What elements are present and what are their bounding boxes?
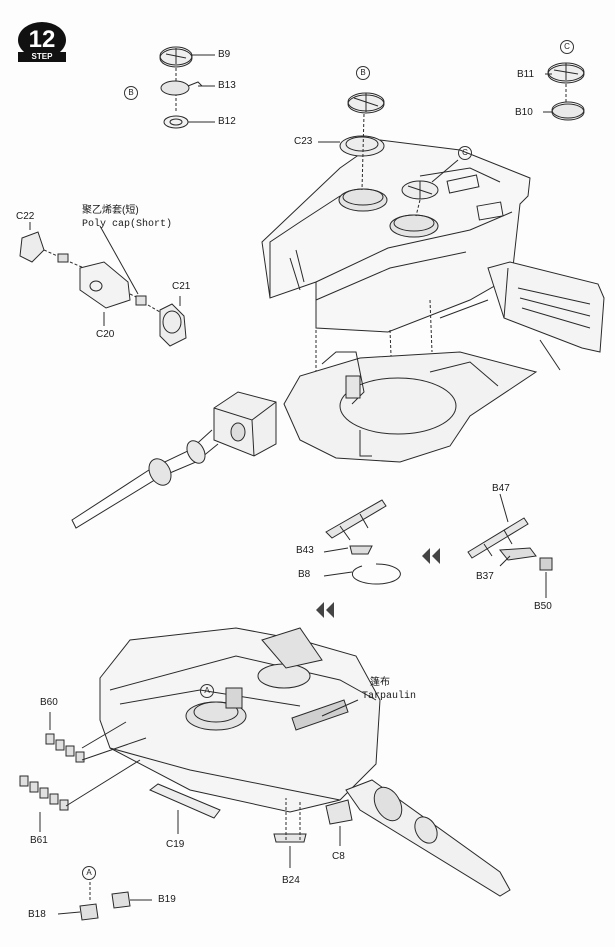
part-c20: C20 [96,329,115,340]
part-b43: B43 [296,545,314,556]
part-c19: C19 [166,839,185,850]
marker-b-left: B [124,86,138,100]
poly-cap-note-en: Poly cap(Short) [82,219,173,230]
poly-cap-note-cn: 聚乙烯套(短) [82,205,139,216]
tarpaulin-note-en: Tarpaulin [362,691,417,702]
marker-c-top: C [560,40,574,54]
part-b37: B37 [476,571,494,582]
hatch-c-exploded [543,63,584,120]
marker-a-bottom: A [82,866,96,880]
step-label: STEP [18,52,66,62]
marker-a-turret: A [200,684,214,698]
part-b13: B13 [218,80,236,91]
part-b12: B12 [218,116,236,127]
mantlet-subassembly [20,222,186,346]
machine-gun-parts [316,494,552,618]
turret-assembled [20,628,510,920]
part-c8: C8 [332,851,345,862]
turret-rear-bustle [440,262,604,370]
turret-upper-shell [262,93,530,430]
part-c21: C21 [172,281,191,292]
part-b18: B18 [28,909,46,920]
hatch-b-exploded [160,47,215,128]
part-b8: B8 [298,569,311,580]
marker-c-turret: C [458,146,472,160]
part-b11: B11 [517,69,535,80]
part-b61: B61 [30,835,48,846]
step-badge: 12 STEP [18,22,66,70]
turret-lower-floor [284,352,536,462]
part-b50: B50 [534,601,552,612]
part-b47: B47 [492,483,510,494]
part-b9: B9 [218,49,231,60]
main-gun-upper [72,392,276,528]
part-b19: B19 [158,894,176,905]
part-b60: B60 [40,697,58,708]
tarpaulin-note-cn: 篷布 [370,677,390,688]
part-c22: C22 [16,211,35,222]
part-b10: B10 [515,107,533,118]
marker-b-turret: B [356,66,370,80]
part-b24: B24 [282,875,300,886]
part-c23: C23 [294,136,313,147]
